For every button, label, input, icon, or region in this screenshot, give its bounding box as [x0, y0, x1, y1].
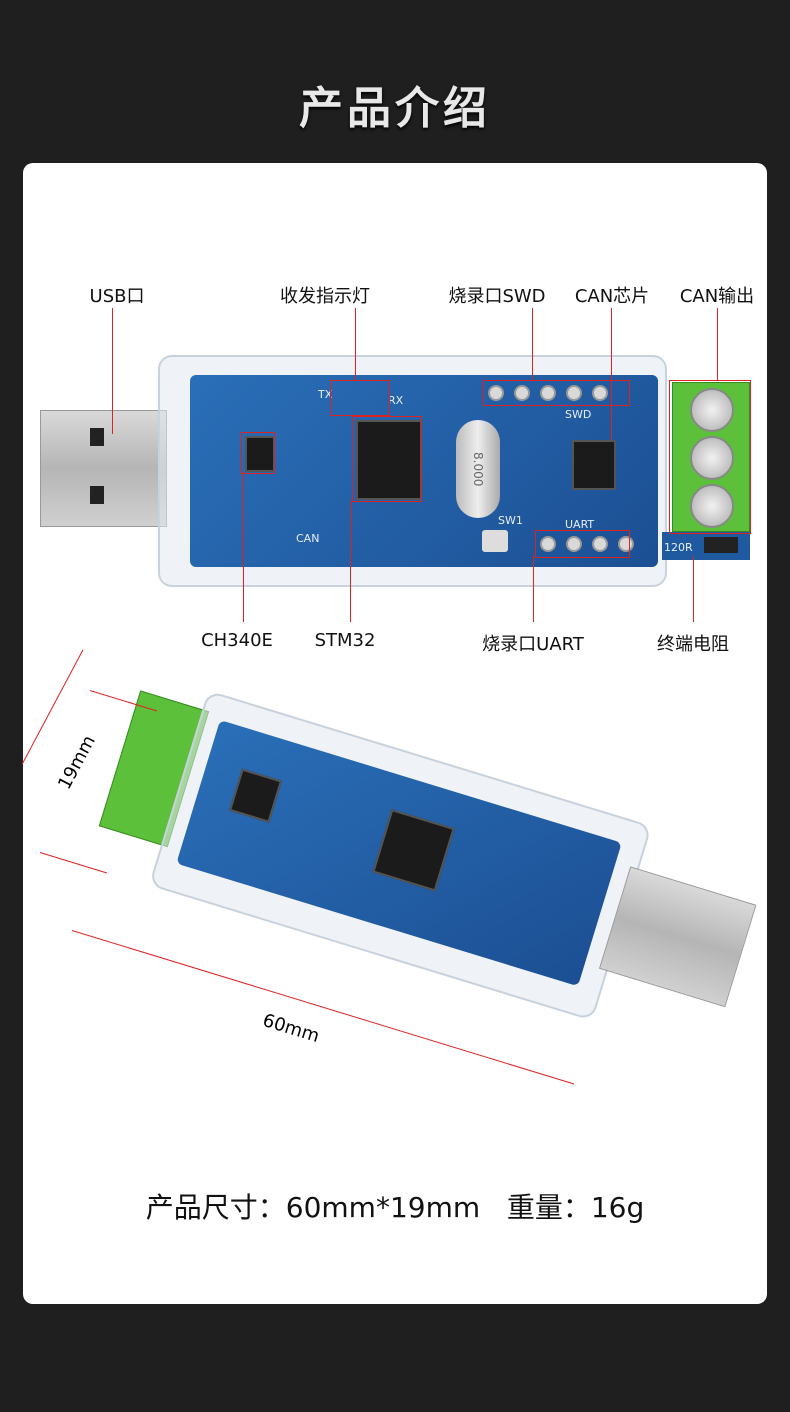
- pointer-line: [611, 308, 612, 440]
- screw: [690, 388, 734, 432]
- termination-jumper: [704, 537, 738, 553]
- can-chip: [572, 440, 616, 490]
- pointer-line: [532, 308, 533, 380]
- pointer-line: [693, 556, 694, 622]
- label-ch340: CH340E: [201, 630, 273, 651]
- swd-box: [483, 380, 630, 406]
- silk-swd: SWD: [565, 408, 592, 421]
- reset-button: [482, 530, 508, 552]
- silk-can: CAN: [296, 532, 320, 545]
- label-led: 收发指示灯: [280, 286, 370, 307]
- usb-hole: [90, 428, 104, 446]
- label-stm32: STM32: [314, 630, 376, 651]
- pointer-line: [112, 308, 113, 434]
- swd-header: [488, 385, 608, 401]
- label-usb: USB口: [89, 286, 145, 307]
- screw: [690, 484, 734, 528]
- label-uart: 烧录口UART: [482, 634, 584, 655]
- stm32-box: [352, 416, 422, 502]
- uart-box: [535, 530, 630, 558]
- pointer-line: [717, 308, 718, 380]
- silk-tx: TX: [318, 388, 333, 401]
- pointer-line: [243, 472, 244, 622]
- pointer-line: [533, 556, 534, 622]
- pointer-line: [350, 500, 351, 622]
- uart-header: [540, 536, 634, 552]
- label-can-out: CAN输出: [679, 286, 755, 307]
- silk-uart: UART: [565, 518, 595, 531]
- label-term: 终端电阻: [657, 634, 729, 655]
- usb-hole: [90, 486, 104, 504]
- silk-sw1: SW1: [498, 514, 523, 527]
- spec-text: 产品尺寸：60mm*19mm 重量：16g: [145, 1191, 645, 1224]
- led-box: [330, 380, 390, 416]
- screw: [690, 436, 734, 480]
- silk-120r: 120R: [664, 541, 693, 554]
- page-title: 产品介绍: [299, 83, 491, 134]
- terminal-box: [669, 380, 751, 534]
- label-can-chip: CAN芯片: [574, 286, 650, 307]
- silk-rx: RX: [388, 394, 404, 407]
- ch340-box: [241, 432, 275, 474]
- label-swd: 烧录口SWD: [448, 286, 546, 307]
- ch340-chip: [245, 436, 275, 472]
- pointer-line: [355, 308, 356, 380]
- crystal: 8.000: [456, 420, 500, 518]
